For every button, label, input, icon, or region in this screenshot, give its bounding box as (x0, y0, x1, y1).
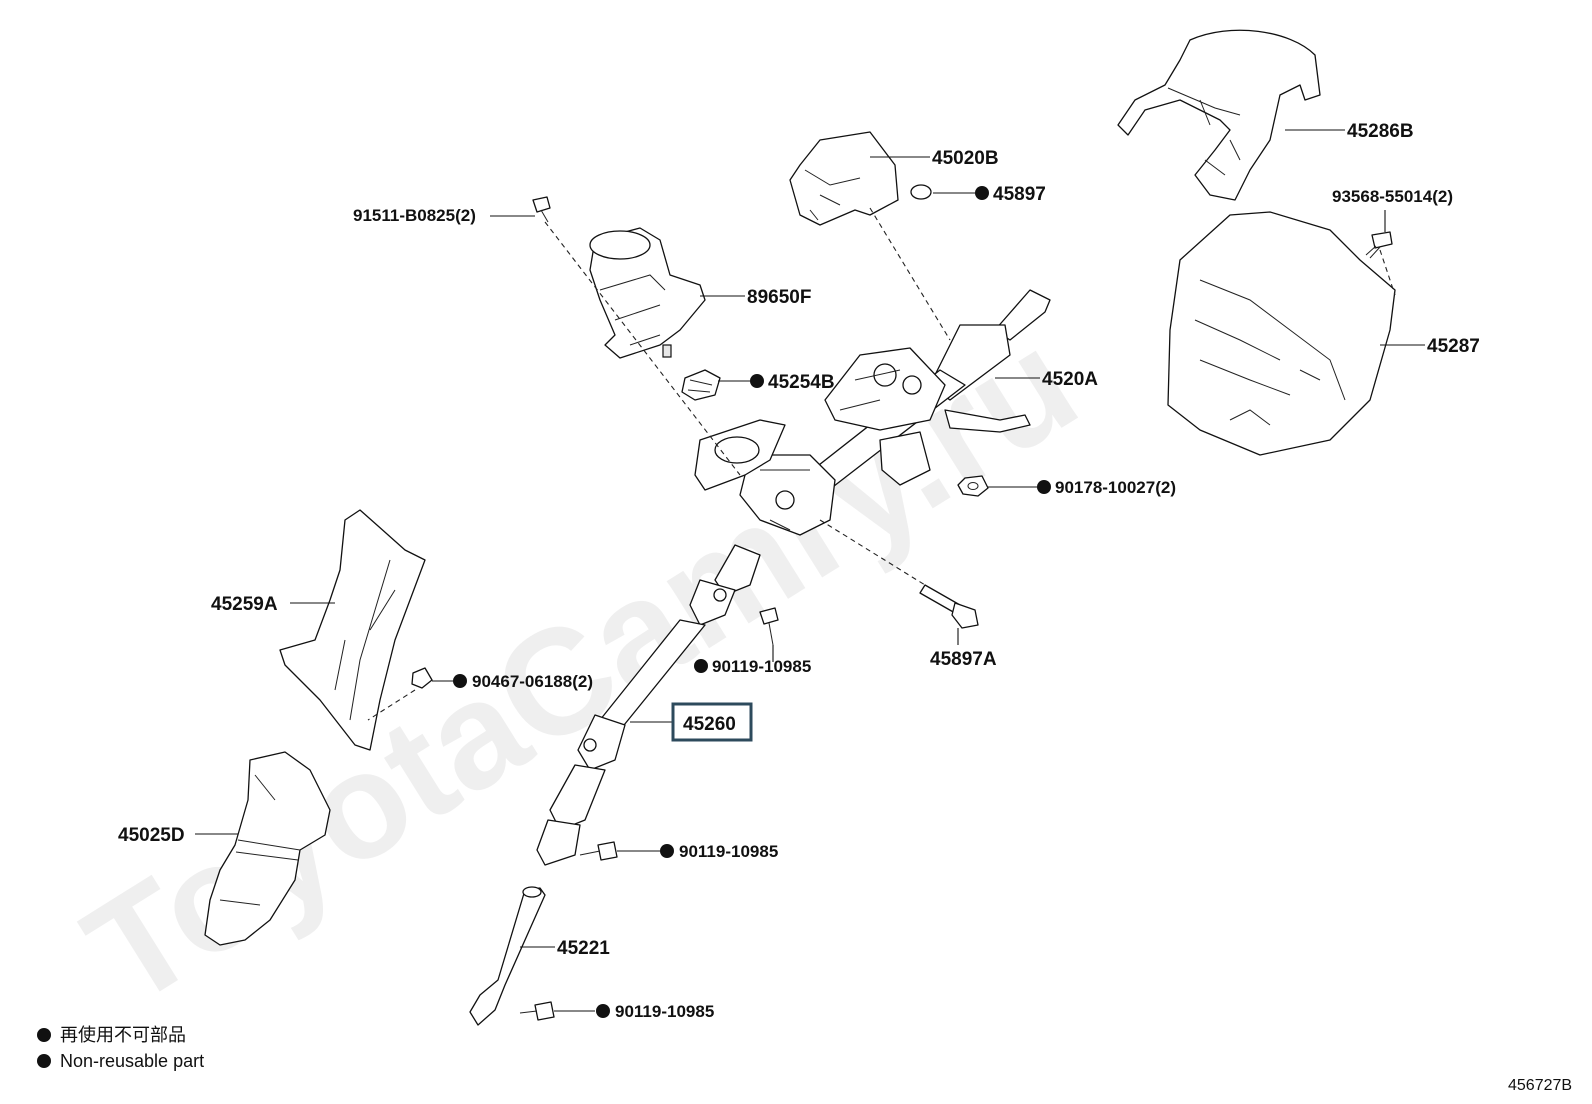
label-4520A[interactable]: 4520A (1042, 369, 1098, 390)
part-90178-nut[interactable] (957, 475, 989, 497)
part-45287-drawing[interactable] (1167, 211, 1396, 456)
label-45286B[interactable]: 45286B (1347, 121, 1414, 142)
dash-90467-to-cover (367, 689, 416, 721)
label-90119b[interactable]: 90119-10985 (679, 842, 778, 861)
label-45287[interactable]: 45287 (1427, 336, 1480, 357)
part-45897-drawing[interactable] (910, 184, 932, 200)
non-reusable-marker-90119c (596, 1004, 610, 1018)
legend-line-en: Non-reusable part (60, 1051, 204, 1071)
label-89650F[interactable]: 89650F (747, 287, 811, 308)
highlight-box-45260 (671, 702, 753, 742)
part-flange-plate[interactable] (694, 419, 786, 491)
part-45221-drawing[interactable] (469, 886, 546, 1026)
part-90119c-bolt[interactable] (519, 1001, 555, 1021)
non-reusable-marker-90119a (694, 659, 708, 673)
part-45260-drawing[interactable] (536, 544, 761, 866)
legend-marker-en (37, 1054, 51, 1068)
part-89650F-drawing[interactable] (589, 227, 706, 359)
non-reusable-marker-45897 (975, 186, 989, 200)
dash-93568-to-cover (1379, 249, 1396, 296)
part-93568-screw[interactable] (1365, 231, 1393, 259)
dash-45020B-to-column (869, 207, 951, 341)
label-90467[interactable]: 90467-06188(2) (472, 672, 593, 691)
legend-marker-jp (37, 1028, 51, 1042)
label-90119c[interactable]: 90119-10985 (615, 1002, 714, 1021)
label-45897[interactable]: 45897 (993, 184, 1046, 205)
non-reusable-marker-90178 (1037, 480, 1051, 494)
label-90178[interactable]: 90178-10027(2) (1055, 478, 1176, 497)
dash-column-to-45897A (819, 519, 926, 586)
label-45259A[interactable]: 45259A (211, 594, 278, 615)
label-91511[interactable]: 91511-B0825(2) (353, 206, 476, 225)
part-45254B-drawing[interactable] (681, 369, 721, 401)
label-45025D[interactable]: 45025D (118, 825, 185, 846)
legend-line-jp: 再使用不可部品 (60, 1025, 186, 1045)
legend: 再使用不可部品 Non-reusable part (37, 1025, 204, 1071)
part-91511-bolt[interactable] (532, 196, 551, 223)
part-4520A-drawing[interactable] (739, 289, 1051, 536)
label-45260[interactable]: 45260 (683, 714, 736, 735)
non-reusable-marker-45254B (750, 374, 764, 388)
part-45025D-drawing[interactable] (204, 751, 331, 946)
label-45020B[interactable]: 45020B (932, 148, 999, 169)
part-45897A-bolt[interactable] (919, 584, 979, 629)
non-reusable-marker-90467 (453, 674, 467, 688)
part-45259A-drawing[interactable] (279, 509, 426, 751)
label-45221[interactable]: 45221 (557, 938, 610, 959)
diagram-code: 456727B (1508, 1077, 1572, 1094)
part-45020B-drawing[interactable] (789, 131, 899, 226)
part-45286B-drawing[interactable] (1117, 29, 1321, 201)
label-90119a[interactable]: 90119-10985 (712, 657, 811, 676)
part-90119b-bolt[interactable] (579, 841, 618, 861)
non-reusable-marker-90119b (660, 844, 674, 858)
label-45254B[interactable]: 45254B (768, 372, 835, 393)
part-90467-clip[interactable] (411, 667, 433, 689)
part-90119a-bolt[interactable] (759, 607, 779, 646)
label-45897A[interactable]: 45897A (930, 649, 997, 670)
label-93568[interactable]: 93568-55014(2) (1332, 187, 1453, 206)
